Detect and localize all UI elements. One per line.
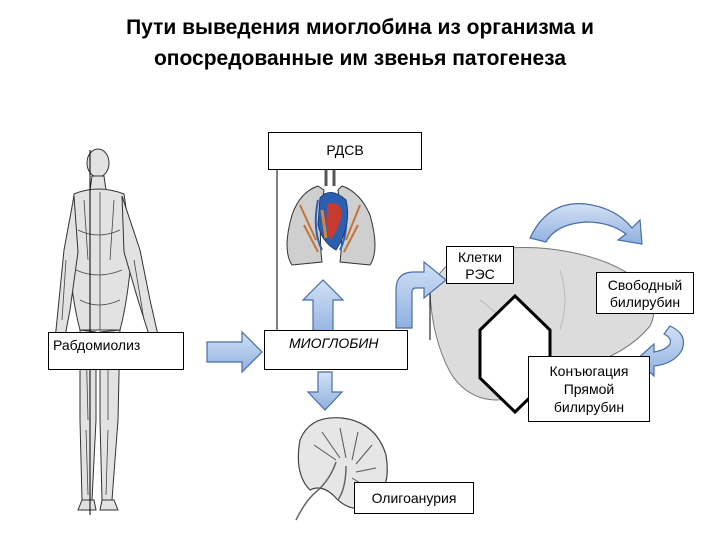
free-bilirubin-label-1: Свободный: [607, 277, 683, 293]
rhabdomyolysis-box: Рабдомиолиз: [48, 332, 184, 370]
arrow-myoglobin-down: [306, 371, 344, 411]
free-bilirubin-label-2: билирубин: [609, 294, 681, 310]
page-title: Пути выведения миоглобина из организма и…: [40, 12, 680, 74]
arrow-rhabdo-to-myoglobin: [206, 330, 263, 374]
human-muscle-figure-icon: [53, 148, 159, 511]
res-cells-label-1: Клетки: [457, 249, 502, 265]
free-bilirubin-box: Свободный билирубин: [596, 272, 694, 314]
myoglobin-label: МИОГЛОБИН: [289, 335, 379, 351]
rdsv-box: РДСВ: [268, 132, 422, 170]
conjugation-label-2: Прямой: [563, 381, 615, 397]
arrow-to-res: [395, 260, 447, 329]
myoglobin-box: МИОГЛОБИН: [264, 330, 408, 370]
res-cells-box: Клетки РЭС: [446, 246, 514, 284]
res-cells-label-2: РЭС: [465, 266, 495, 282]
conjugation-box: Конъюгация Прямой билирубин: [528, 356, 650, 422]
rdsv-label: РДСВ: [326, 142, 364, 158]
oligoanuria-label: Олигоанурия: [371, 490, 457, 506]
oligoanuria-box: Олигоанурия: [354, 482, 474, 514]
title-line-2: опосредованные им звенья патогенеза: [153, 47, 567, 70]
conjugation-label-3: билирубин: [553, 399, 625, 415]
rhabdomyolysis-label: Рабдомиолиз: [53, 337, 141, 353]
arrow-liver-curve: [529, 203, 643, 245]
lungs-heart-icon: [286, 170, 376, 266]
conjugation-label-1: Конъюгация: [549, 363, 629, 379]
title-line-1: Пути выведения миоглобина из организма и: [126, 16, 594, 39]
